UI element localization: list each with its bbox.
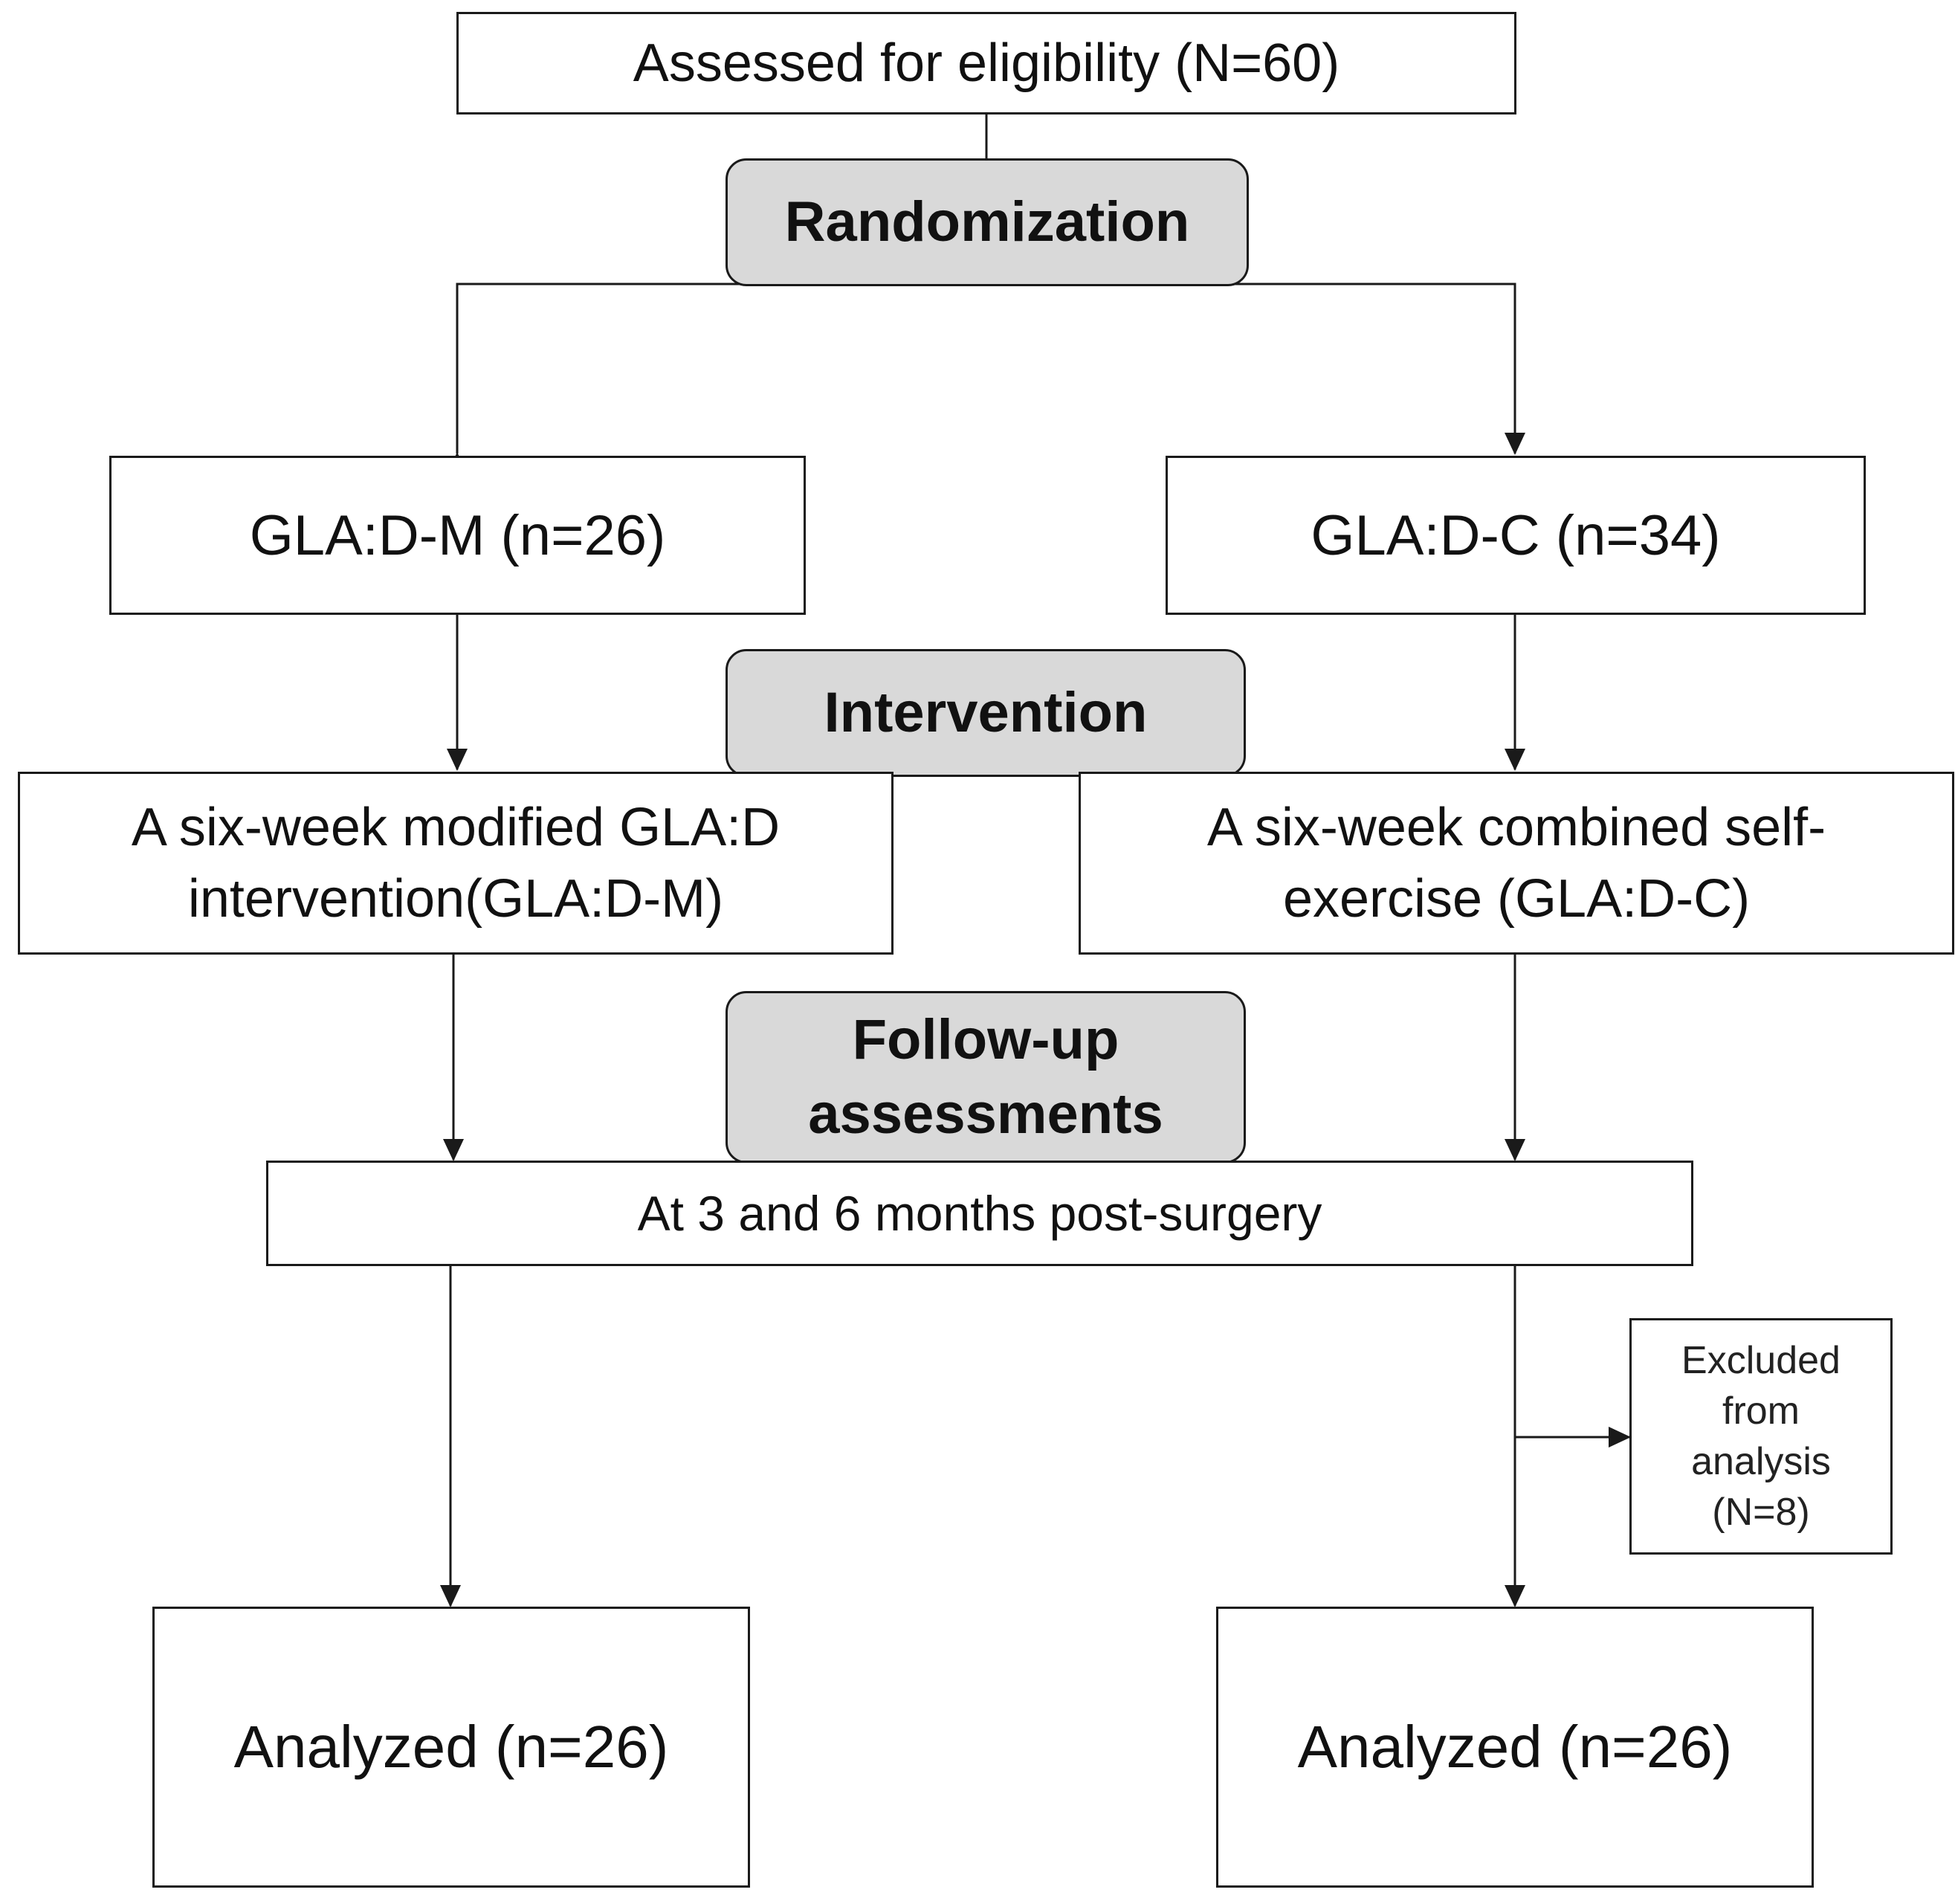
group-m-text: GLA:D-M (n=26) [249,503,666,567]
intervention-m-line-1: A six-week modified GLA:D [131,798,781,857]
intervention-c-line-1: A six-week combined self- [1206,798,1826,857]
follow-up-line-2: assessments [808,1082,1163,1146]
follow-up-stage: Follow-up assessments [726,991,1246,1164]
excluded-box: Excluded from analysis (N=8) [1629,1318,1893,1555]
intervention-label: Intervention [824,681,1148,744]
randomization-stage: Randomization [726,158,1249,286]
intervention-stage: Intervention [726,649,1246,777]
group-c-text: GLA:D-C (n=34) [1311,503,1721,567]
follow-up-line-1: Follow-up [852,1008,1119,1071]
eligibility-text: Assessed for eligibility (N=60) [633,33,1340,93]
intervention-c-box: A six-week combined self- exercise (GLA:… [1079,772,1954,955]
eligibility-box: Assessed for eligibility (N=60) [456,12,1516,114]
excluded-line-3: analysis [1691,1440,1831,1483]
excluded-line-2: from [1722,1390,1800,1433]
analyzed-c-box: Analyzed (n=26) [1216,1607,1814,1888]
group-m-box: GLA:D-M (n=26) [109,456,806,615]
analyzed-m-text: Analyzed (n=26) [233,1714,669,1780]
excluded-line-4: (N=8) [1712,1491,1810,1534]
intervention-m-box: A six-week modified GLA:D intervention(G… [18,772,894,955]
analyzed-m-box: Analyzed (n=26) [152,1607,750,1888]
follow-up-timing-text: At 3 and 6 months post-surgery [637,1186,1322,1241]
analyzed-c-text: Analyzed (n=26) [1297,1714,1733,1780]
randomization-label: Randomization [784,190,1190,254]
group-c-box: GLA:D-C (n=34) [1166,456,1866,615]
follow-up-timing-box: At 3 and 6 months post-surgery [266,1161,1693,1266]
intervention-m-line-2: intervention(GLA:D-M) [187,869,724,929]
intervention-c-line-2: exercise (GLA:D-C) [1282,869,1751,929]
excluded-line-1: Excluded [1681,1339,1841,1382]
connector-randomization-split [447,283,1525,474]
